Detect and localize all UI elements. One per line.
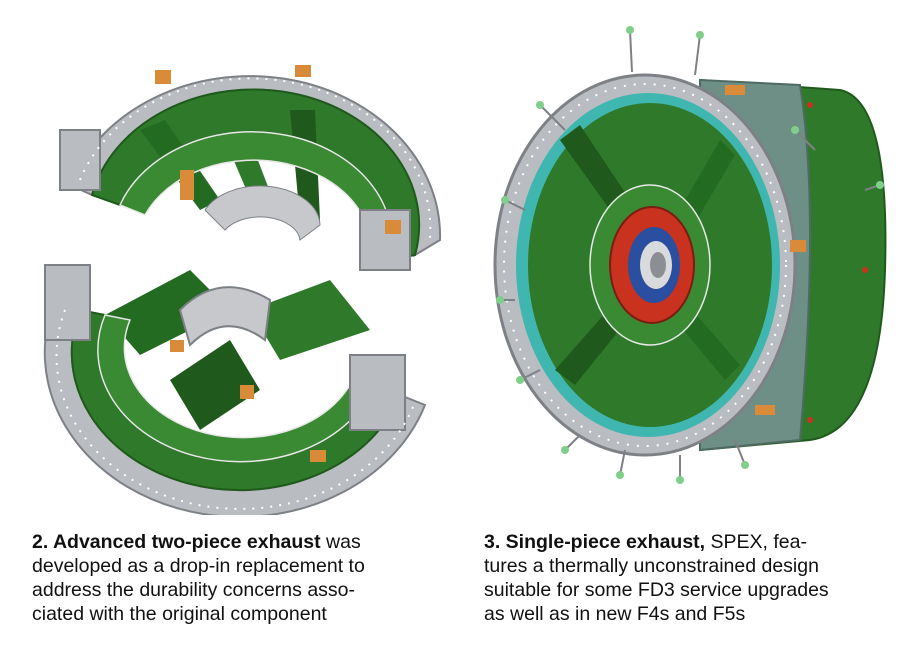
caption-text: was [320,531,361,553]
caption-text: tures a thermally unconstrained design [484,555,819,577]
two-piece-exhaust-illustration [43,65,442,518]
single-piece-exhaust-figure [470,10,900,515]
lower-exhaust-half [43,264,427,518]
single-piece-exhaust-illustration [493,26,887,484]
upper-exhaust-half [59,65,442,271]
two-piece-exhaust-figure [30,10,450,518]
caption-title: 2. Advanced two-piece exhaust [32,531,321,553]
caption-text: ciated with the original component [32,603,327,625]
caption-text: SPEX, fea- [705,531,807,553]
caption-text: suitable for some FD3 service upgrades [484,579,829,601]
caption-text: developed as a drop-in replacement to [32,555,365,577]
spex-assembly [493,26,887,484]
caption-text: as well as in new F4s and F5s [484,603,746,625]
caption-text: address the durability concerns asso- [32,579,355,601]
caption-title: 3. Single-piece exhaust, [484,531,706,553]
caption-single-piece-exhaust: 3. Single-piece exhaust, SPEX, fea-tures… [484,530,904,626]
